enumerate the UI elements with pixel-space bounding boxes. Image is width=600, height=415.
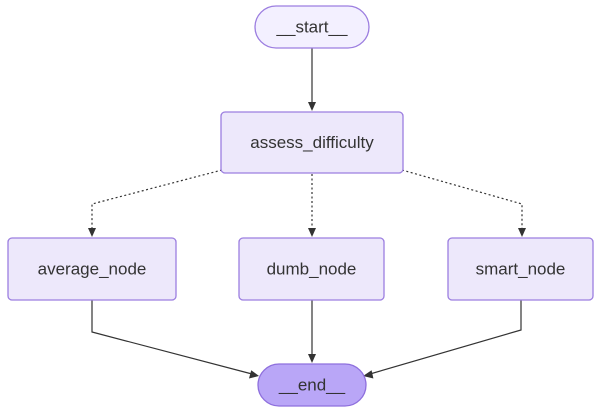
node-end-box (257, 363, 367, 407)
edge-smart-to-end (369, 300, 522, 375)
node-dumb[interactable]: dumb_node (238, 237, 385, 301)
node-smart[interactable]: smart_node (447, 237, 594, 301)
node-start-box (254, 5, 370, 49)
edge-assess-to-average (91, 169, 223, 230)
node-start[interactable]: __start__ (254, 5, 370, 49)
node-start-label: __start__ (276, 18, 348, 37)
node-dumb-label: dumb_node (267, 260, 357, 279)
arrowhead-assess-to-average (88, 228, 96, 237)
node-end-label: __end__ (278, 376, 346, 395)
arrowhead-average-to-end (249, 370, 259, 379)
arrowhead-assess-to-smart (518, 228, 526, 237)
edges (88, 48, 526, 379)
node-average-box (7, 237, 177, 301)
node-assess-difficulty-box (220, 111, 404, 174)
node-smart-box (447, 237, 594, 301)
edge-average-to-end (91, 300, 253, 375)
edge-assess-to-smart (401, 169, 523, 230)
node-average-label: average_node (38, 260, 147, 279)
node-end[interactable]: __end__ (257, 363, 367, 407)
node-smart-label: smart_node (476, 260, 566, 279)
node-average[interactable]: average_node (7, 237, 177, 301)
arrowhead-dumb-to-end (308, 354, 316, 363)
node-assess-difficulty[interactable]: assess_difficulty (220, 111, 404, 174)
node-dumb-box (238, 237, 385, 301)
arrowhead-smart-to-end (363, 370, 374, 379)
arrowhead-assess-to-dumb (308, 228, 316, 237)
node-assess-difficulty-label: assess_difficulty (250, 133, 374, 152)
arrowhead-start-to-assess (308, 102, 316, 111)
